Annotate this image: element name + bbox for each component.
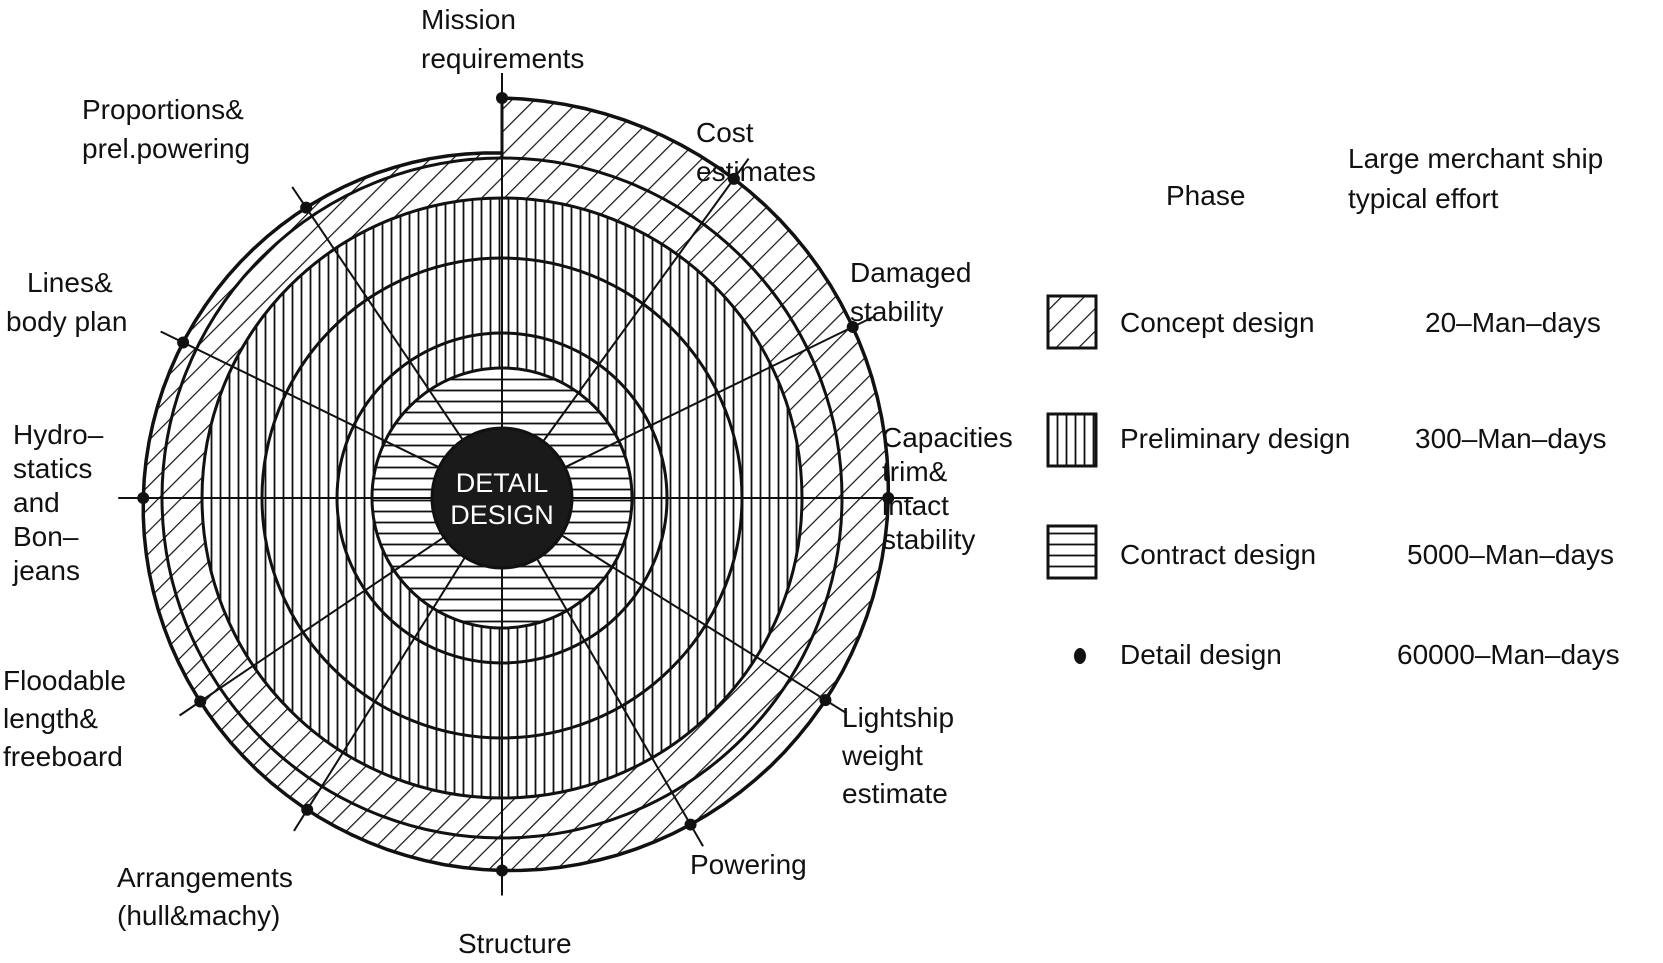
legend-effort-detail: 60000–Man–days <box>1397 639 1620 670</box>
label-floodable-line: length& <box>3 703 98 734</box>
label-arrangements-line: (hull&machy) <box>117 900 280 931</box>
label-floodable-line: Floodable <box>3 665 126 696</box>
legend-effort-concept: 20–Man–days <box>1425 307 1601 338</box>
label-arrangements-line: Arrangements <box>117 862 293 893</box>
label-floodable: Floodable length& freeboard <box>3 665 134 772</box>
label-cost-line: estimates <box>696 156 816 187</box>
legend-effort-contract: 5000–Man–days <box>1407 539 1614 570</box>
contract-band <box>371 367 633 628</box>
spoke-dot-6 <box>496 864 508 877</box>
label-capacities-line: trim& <box>882 456 948 487</box>
label-mission: Mission requirements <box>421 4 584 74</box>
spoke-dot-2 <box>846 320 859 333</box>
legend-effort-header: Large merchant ship typical effort <box>1348 143 1611 214</box>
spiral-spokes <box>118 73 914 896</box>
label-powering: Powering <box>690 849 807 880</box>
label-capacities-line: intact <box>882 490 949 521</box>
legend-phase-header: Phase <box>1166 180 1245 211</box>
label-mission-line: requirements <box>421 43 584 74</box>
legend-phase-contract: Contract design <box>1120 539 1316 570</box>
label-lines-line: Lines& <box>27 267 113 298</box>
legend-phase-detail: Detail design <box>1120 639 1282 670</box>
spoke-dot-4 <box>819 694 832 707</box>
spoke-dot-11 <box>300 201 313 214</box>
label-structure-line: Structure <box>458 928 572 959</box>
spoke-dot-7 <box>301 803 314 816</box>
legend-effort-header-line: typical effort <box>1348 183 1499 214</box>
spoke-line-10 <box>160 330 440 469</box>
label-hydro-line: statics <box>13 453 92 484</box>
spoke-dot-9 <box>137 492 150 504</box>
label-proportions-line: prel.powering <box>82 133 250 164</box>
label-damaged-line: Damaged <box>850 257 971 288</box>
spoke-line-4 <box>560 534 848 715</box>
legend-phase-preliminary: Preliminary design <box>1120 423 1350 454</box>
label-capacities-line: stability <box>882 524 975 555</box>
label-cost: Cost estimates <box>696 117 816 187</box>
spiral-mask <box>0 0 1020 963</box>
legend-phase-concept: Concept design <box>1120 307 1315 338</box>
legend-item-detail: Detail design 60000–Man–days <box>1074 639 1620 670</box>
spoke-line-2 <box>564 315 876 469</box>
label-hydro-line: jeans <box>12 555 80 586</box>
label-lightship-line: Lightship <box>842 702 954 733</box>
legend-swatch-diagonal <box>1046 294 1098 350</box>
label-hydro: Hydro– statics and Bon– jeans <box>12 419 111 586</box>
preliminary-band <box>202 198 802 798</box>
label-capacities: Capacities trim& intact stability <box>882 422 1021 555</box>
label-damaged: Damaged stability <box>850 257 979 327</box>
label-floodable-line: freeboard <box>3 741 123 772</box>
spoke-dot-8 <box>194 695 207 708</box>
label-lines: Lines& body plan <box>6 267 127 337</box>
label-mission-line: Mission <box>421 4 516 35</box>
label-structure: Structure <box>458 928 572 959</box>
spoke-line-11 <box>291 186 464 441</box>
label-cost-line: Cost <box>696 117 754 148</box>
spoke-line-7 <box>293 556 466 832</box>
spoke-dot-0 <box>496 92 508 104</box>
spoke-dot-1 <box>727 172 740 185</box>
label-lines-line: body plan <box>6 306 127 337</box>
legend: Phase Large merchant ship typical effort… <box>1046 143 1620 670</box>
legend-item-concept: Concept design 20–Man–days <box>1046 294 1601 350</box>
legend-effort-preliminary: 300–Man–days <box>1415 423 1606 454</box>
label-damaged-line: stability <box>850 296 943 327</box>
legend-item-preliminary: Preliminary design 300–Man–days <box>1046 412 1606 468</box>
label-capacities-line: Capacities <box>882 422 1013 453</box>
label-powering-line: Powering <box>690 849 807 880</box>
label-lightship-line: estimate <box>842 778 948 809</box>
spoke-dot-5 <box>684 818 697 831</box>
spoke-labels: Mission requirements Cost estimates Dama… <box>3 4 1021 959</box>
spoke-line-8 <box>178 536 445 717</box>
label-lightship: Lightship weight estimate <box>841 702 962 809</box>
spoke-line-5 <box>536 558 704 847</box>
label-proportions-line: Proportions& <box>82 94 244 125</box>
legend-swatch-dot <box>1074 648 1086 664</box>
spoke-dot-3 <box>882 492 895 504</box>
label-arrangements: Arrangements (hull&machy) <box>117 862 301 931</box>
spoke-line-1 <box>542 158 750 442</box>
center-label-line-1: DETAIL <box>456 468 549 498</box>
label-lightship-line: weight <box>841 740 923 771</box>
label-hydro-line: and <box>13 487 60 518</box>
center-disc: DETAIL DESIGN <box>430 426 574 570</box>
spoke-dot-10 <box>177 336 190 349</box>
legend-item-contract: Contract design 5000–Man–days <box>1046 524 1614 580</box>
label-hydro-line: Bon– <box>13 521 79 552</box>
legend-swatch-horizontal <box>1046 524 1098 580</box>
legend-swatch-vertical <box>1046 412 1098 468</box>
label-proportions: Proportions& prel.powering <box>82 94 252 164</box>
legend-effort-header-line: Large merchant ship <box>1348 143 1603 174</box>
label-hydro-line: Hydro– <box>13 419 104 450</box>
center-label-line-2: DESIGN <box>450 500 554 530</box>
